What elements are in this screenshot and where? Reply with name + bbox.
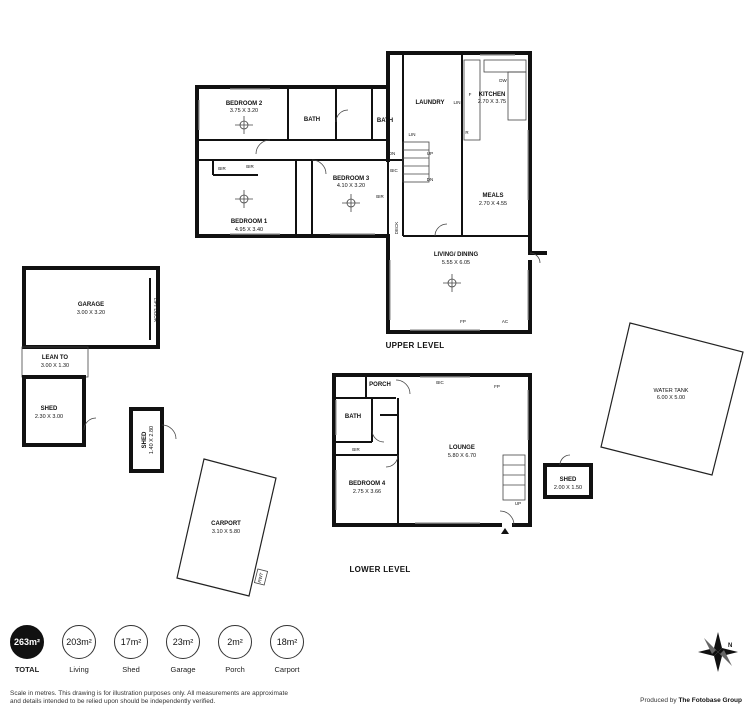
producer-name: The Fotobase Group bbox=[678, 697, 742, 704]
stat-carport-circle: 18m² bbox=[270, 625, 304, 659]
garage-name: GARAGE bbox=[78, 302, 104, 308]
lin-tag: LIN bbox=[408, 132, 415, 137]
bir-tag: BIR bbox=[218, 166, 226, 171]
carport-dims: 3.10 X 5.80 bbox=[212, 529, 240, 535]
stat-living-circle: 203m² bbox=[62, 625, 96, 659]
meals-dims: 2.70 X 4.55 bbox=[479, 201, 507, 207]
fireplace-tag: FP bbox=[494, 384, 500, 389]
rainwater-tank-tag: RWT bbox=[257, 572, 264, 583]
stat-shed-label: Shed bbox=[122, 665, 140, 674]
kitchen-name: KITCHEN bbox=[479, 92, 506, 98]
lower-level: PORCH BATH LOUNGE 5.80 X 6.70 BEDROOM 4 … bbox=[332, 373, 532, 574]
garage-dims: 3.00 X 3.20 bbox=[77, 310, 105, 316]
shed1-name: SHED bbox=[41, 406, 58, 412]
bir-tag: BIR bbox=[246, 164, 254, 169]
shed3-dims: 2.00 X 1.50 bbox=[554, 485, 582, 491]
shed1-dims: 2.30 X 3.00 bbox=[35, 414, 63, 420]
lower-bath-name: BATH bbox=[345, 414, 361, 420]
right-shed-group: SHED 2.00 X 1.50 bbox=[543, 454, 593, 499]
stair-dn-tag: DN bbox=[427, 177, 434, 182]
lounge-dims: 5.80 X 6.70 bbox=[448, 453, 476, 459]
water-tank-dims: 6.00 X 5.00 bbox=[657, 395, 685, 401]
stat-shed-circle: 17m² bbox=[114, 625, 148, 659]
water-tank-group: WATER TANK 6.00 X 5.00 bbox=[600, 322, 744, 476]
living-name: LIVING/ DINING bbox=[434, 252, 479, 258]
stat-porch-label: Porch bbox=[225, 665, 245, 674]
bedroom1-name: BEDROOM 1 bbox=[231, 219, 268, 225]
fridge-tag: F bbox=[469, 92, 472, 97]
bedroom1-dims: 4.95 X 3.40 bbox=[235, 227, 263, 233]
bedroom4-name: BEDROOM 4 bbox=[349, 481, 386, 487]
producer-prefix: Produced by bbox=[640, 697, 677, 704]
laundry-name: LAUNDRY bbox=[415, 100, 444, 106]
lift-door-label: LIFT DOOR bbox=[153, 298, 158, 323]
stat-garage-circle: 23m² bbox=[166, 625, 200, 659]
meals-name: MEALS bbox=[483, 193, 504, 199]
stat-living-label: Living bbox=[69, 665, 89, 674]
bedroom2-name: BEDROOM 2 bbox=[226, 101, 263, 107]
water-tank-name: WATER TANK bbox=[654, 388, 689, 394]
upper-level: BEDROOM 2 3.75 X 3.20 BATH BATH LAUNDRY … bbox=[195, 51, 547, 350]
dishwasher-tag: DW bbox=[499, 78, 507, 83]
carport-group: CARPORT 3.10 X 5.80 RWT bbox=[176, 458, 277, 597]
lean-to-name: LEAN TO bbox=[42, 355, 69, 361]
shed2-dims: 1.40 X 2.80 bbox=[149, 426, 155, 454]
deck-tag: DECK bbox=[394, 222, 399, 235]
stair-dn-tag: DN bbox=[389, 151, 396, 156]
ceiling-fan-icon bbox=[443, 274, 461, 292]
shed3-name: SHED bbox=[560, 477, 577, 483]
producer-credit: Produced by The Fotobase Group bbox=[640, 697, 742, 704]
stat-garage-label: Garage bbox=[170, 665, 196, 674]
lin-tag: LIN bbox=[453, 100, 460, 105]
shed2-name: SHED bbox=[142, 431, 148, 448]
living-dims: 5.55 X 6.05 bbox=[442, 260, 470, 266]
bath2-name: BATH bbox=[377, 118, 393, 124]
ceiling-fan-icon bbox=[342, 194, 360, 212]
lower-level-label: LOWER LEVEL bbox=[349, 565, 410, 574]
disclaimer: Scale in metres. This drawing is for ill… bbox=[10, 690, 288, 705]
bath1-name: BATH bbox=[304, 117, 320, 123]
bir-tag: BIR bbox=[352, 447, 360, 452]
area-stats: 263m² TOTAL 203m² Living 17m² Shed 23m² … bbox=[10, 625, 330, 677]
kitchen-dims: 2.70 X 3.75 bbox=[478, 99, 506, 105]
small-shed-group: SHED 1.40 X 2.80 bbox=[129, 407, 177, 473]
fireplace-tag: FP bbox=[460, 319, 466, 324]
porch-name: PORCH bbox=[369, 382, 391, 388]
ceiling-fan-icon bbox=[235, 116, 253, 134]
aircon-tag: AC bbox=[502, 319, 509, 324]
compass-north: N bbox=[728, 643, 732, 649]
bic-tag: BIC bbox=[436, 380, 444, 385]
lean-to-dims: 3.00 X 1.30 bbox=[41, 363, 69, 369]
bic-tag: BIC bbox=[390, 168, 398, 173]
carport-name: CARPORT bbox=[211, 521, 241, 527]
stat-total-circle: 263m² bbox=[10, 625, 44, 659]
garage-group: GARAGE 3.00 X 3.20 LIFT DOOR LEAN TO 3.0… bbox=[21, 266, 160, 447]
stair-up-tag: UP bbox=[515, 501, 521, 506]
bedroom3-dims: 4.10 X 3.20 bbox=[337, 183, 365, 189]
ceiling-fan-icon bbox=[235, 190, 253, 208]
stair-up-tag: UP bbox=[427, 151, 433, 156]
stat-total-label: TOTAL bbox=[14, 665, 40, 674]
stat-porch-circle: 2m² bbox=[218, 625, 252, 659]
bir-tag: BIR bbox=[376, 194, 384, 199]
bedroom3-name: BEDROOM 3 bbox=[333, 176, 370, 182]
stat-carport-label: Carport bbox=[274, 665, 300, 674]
bedroom2-dims: 3.75 X 3.20 bbox=[230, 108, 258, 114]
lounge-name: LOUNGE bbox=[449, 445, 475, 451]
upper-level-label: UPPER LEVEL bbox=[386, 341, 445, 350]
fridge-tag: R bbox=[465, 130, 469, 135]
bedroom4-dims: 2.75 X 3.66 bbox=[353, 489, 381, 495]
compass-icon: N bbox=[698, 632, 738, 672]
